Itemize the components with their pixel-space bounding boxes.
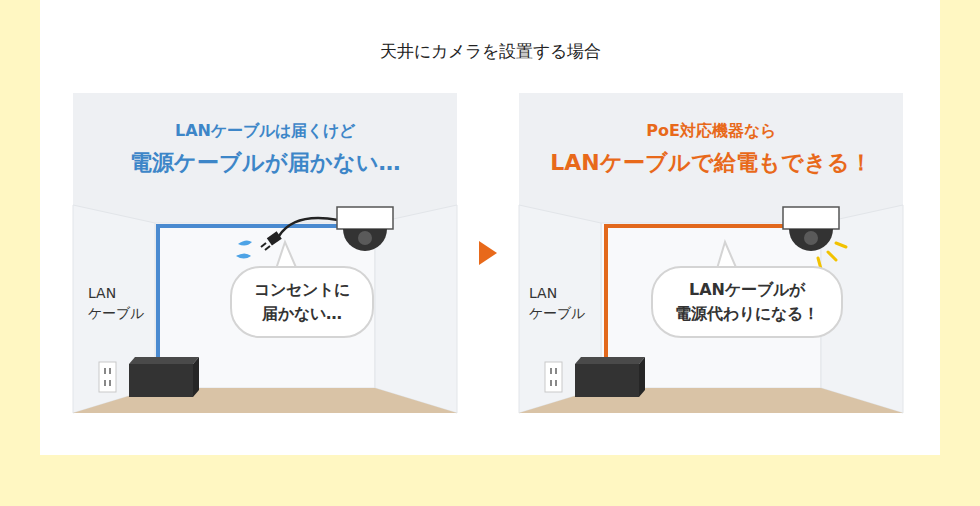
room — [73, 93, 457, 413]
arrow-head — [479, 241, 497, 265]
power-plug — [238, 240, 252, 245]
light-rays — [836, 243, 846, 247]
camera — [804, 231, 818, 245]
room — [129, 357, 199, 364]
camera — [783, 207, 839, 229]
room — [109, 380, 111, 386]
white-panel — [40, 0, 940, 455]
room — [109, 368, 111, 374]
room — [104, 368, 106, 374]
room — [519, 93, 903, 413]
camera — [358, 231, 372, 245]
power-plug — [265, 246, 270, 250]
cable-label: LAN ケーブル — [88, 283, 144, 323]
room — [73, 93, 457, 413]
room-panel: PoE対応機器なら LANケーブルで給電もできる！ LANケーブルが 電源代わりにな… — [519, 93, 903, 413]
light-rays — [818, 243, 846, 269]
camera — [783, 207, 839, 251]
room — [375, 205, 457, 413]
room — [519, 93, 903, 413]
room — [193, 357, 199, 397]
panel-heading: PoE対応機器なら — [519, 119, 903, 143]
panel-heading: 電源ケーブルが届かない… — [73, 147, 457, 179]
camera — [789, 229, 833, 251]
cable-label: LAN ケーブル — [529, 283, 585, 323]
power-plug — [267, 231, 282, 245]
bubble-text: LANケーブルが 電源代わりになる！ — [675, 278, 819, 326]
flow-arrow — [479, 241, 497, 265]
room — [129, 364, 193, 397]
speech-bubble: コンセントに 届かない… — [230, 266, 374, 338]
room — [99, 362, 116, 392]
power-plug — [236, 254, 251, 259]
power-plug — [261, 243, 266, 247]
light-rays — [828, 252, 836, 260]
panel-heading: LANケーブルで給電もできる！ — [519, 147, 903, 179]
camera — [343, 229, 387, 251]
camera — [337, 207, 393, 251]
room — [104, 380, 106, 386]
room-panel: LANケーブルは届くけど電源ケーブルが届かない… コンセントに 届かない… — [73, 93, 457, 413]
power-plug — [279, 218, 338, 236]
bubble-text: コンセントに 届かない… — [254, 278, 350, 326]
title: 天井にカメラを設置する場合 — [0, 40, 980, 63]
panel-heading: LANケーブルは届くけど — [73, 119, 457, 143]
speech-bubble: LANケーブルが 電源代わりになる！ — [651, 266, 843, 338]
camera — [337, 207, 393, 229]
